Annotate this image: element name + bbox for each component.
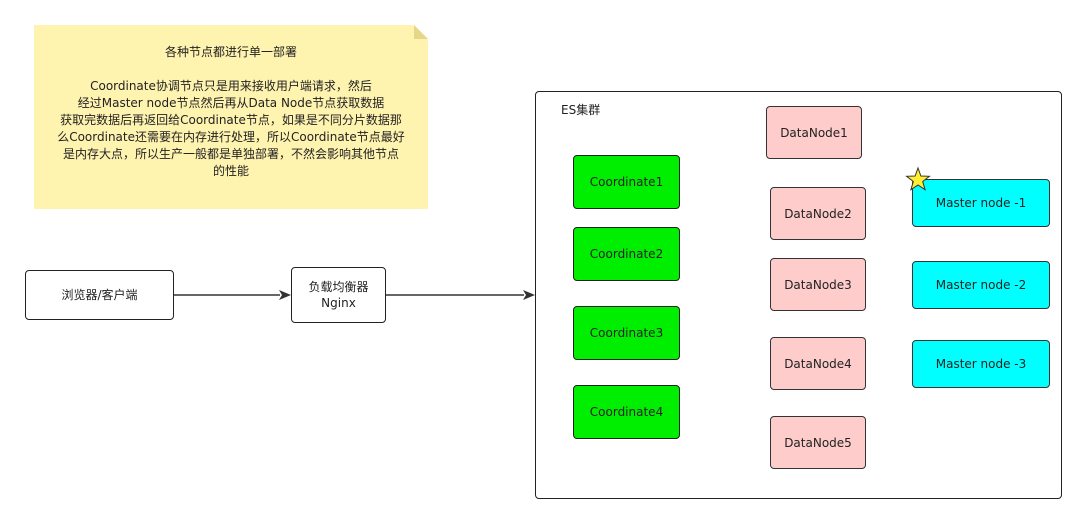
coordinate-label: Coordinate2 bbox=[589, 247, 664, 261]
datanode-label: DataNode3 bbox=[784, 277, 852, 292]
description-note bbox=[34, 25, 428, 209]
note-line: 是内存大点，所以生产一般都是单独部署，不然会影响其他节点 bbox=[62, 147, 399, 161]
arrow-client-to-lb bbox=[174, 290, 291, 300]
note-line: Coordinate协调节点只是用来接收用户端请求，然后 bbox=[90, 79, 372, 93]
client-label: 浏览器/客户端 bbox=[61, 288, 138, 302]
datanode[interactable]: DataNode3 bbox=[770, 258, 866, 311]
note-fold bbox=[414, 25, 428, 39]
master-node[interactable]: Master node -1 bbox=[912, 179, 1050, 227]
note-line: 经过Master node节点然后再从Data Node节点获取数据 bbox=[77, 96, 385, 110]
note-line: 的性能 bbox=[212, 164, 249, 178]
datanode-label: DataNode1 bbox=[780, 125, 848, 140]
note-line: 获取完数据后再返回给Coordinate节点，如果是不同分片数据那 bbox=[60, 113, 402, 127]
coordinate-label: Coordinate1 bbox=[589, 175, 664, 189]
master-label: Master node -1 bbox=[935, 196, 1027, 210]
client-node[interactable]: 浏览器/客户端 bbox=[25, 270, 174, 320]
coordinate-node[interactable]: Coordinate3 bbox=[573, 306, 680, 360]
note-title: 各种节点都进行单一部署 bbox=[164, 45, 297, 59]
load-balancer-node[interactable]: 负载均衡器 Nginx bbox=[291, 267, 386, 323]
load-balancer-label: 负载均衡器 bbox=[308, 280, 369, 294]
note-text: 各种节点都进行单一部署 Coordinate协调节点只是用来接收用户端请求，然后… bbox=[40, 44, 422, 180]
note-line: 么Coordinate还需要在内存进行处理，所以Coordinate节点最好 bbox=[57, 130, 405, 144]
datanode[interactable]: DataNode2 bbox=[770, 187, 866, 240]
master-label: Master node -3 bbox=[935, 357, 1027, 371]
cluster-label: ES集群 bbox=[561, 103, 601, 117]
master-node[interactable]: Master node -3 bbox=[912, 340, 1050, 388]
datanode-label: DataNode2 bbox=[784, 206, 852, 221]
datanode[interactable]: DataNode5 bbox=[770, 416, 866, 469]
coordinate-label: Coordinate3 bbox=[589, 326, 664, 340]
coordinate-node[interactable]: Coordinate4 bbox=[573, 385, 680, 439]
datanode[interactable]: DataNode1 bbox=[766, 106, 862, 159]
arrow-lb-to-cluster bbox=[386, 290, 535, 300]
master-node[interactable]: Master node -2 bbox=[912, 261, 1050, 309]
datanode[interactable]: DataNode4 bbox=[770, 337, 866, 390]
datanode-label: DataNode4 bbox=[784, 356, 852, 371]
master-label: Master node -2 bbox=[935, 278, 1027, 292]
coordinate-label: Coordinate4 bbox=[589, 405, 664, 419]
coordinate-node[interactable]: Coordinate1 bbox=[573, 155, 680, 209]
load-balancer-sublabel: Nginx bbox=[321, 296, 356, 310]
datanode-label: DataNode5 bbox=[784, 435, 852, 450]
coordinate-node[interactable]: Coordinate2 bbox=[573, 227, 680, 281]
